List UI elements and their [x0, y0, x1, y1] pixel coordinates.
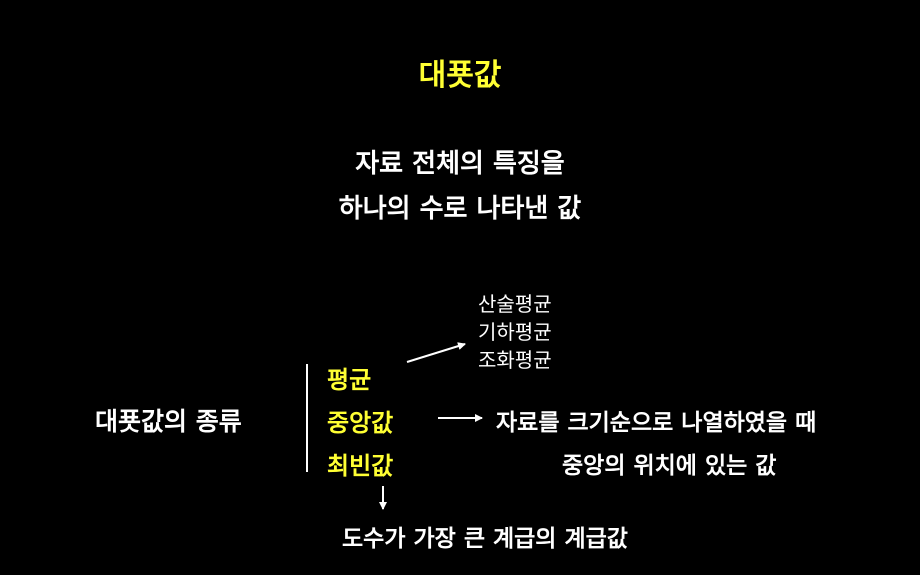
median-description-line-2: 중앙의 위치에 있는 값	[562, 453, 777, 479]
definition-line-2: 하나의 수로 나타낸 값	[338, 194, 582, 224]
mean-arrow	[406, 342, 466, 363]
median-description-line-1: 자료를 크기순으로 나열하였을 때	[496, 410, 817, 436]
page-title: 대푯값	[418, 58, 502, 93]
category-label: 대푯값의 종류	[95, 407, 242, 436]
type-mode: 최빈값	[327, 452, 394, 480]
type-median: 중앙값	[327, 409, 394, 437]
mean-subtype-geometric: 기하평균	[478, 320, 552, 344]
definition-line-1: 자료 전체의 특징을	[355, 149, 565, 179]
mean-subtype-arithmetic: 산술평균	[478, 292, 552, 316]
type-mean: 평균	[327, 366, 372, 394]
mean-subtype-harmonic: 조화평균	[478, 348, 552, 372]
mode-description: 도수가 가장 큰 계급의 계급값	[342, 526, 628, 552]
